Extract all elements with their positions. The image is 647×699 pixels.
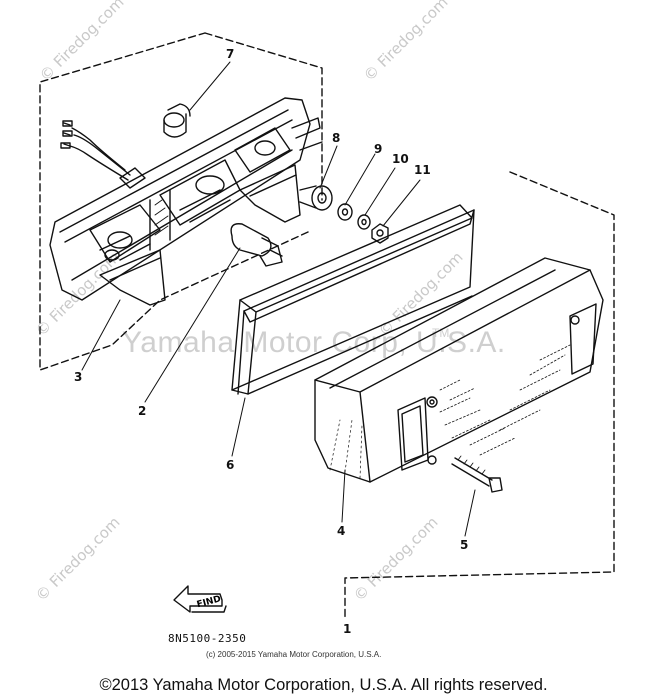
tail-light-housing [49,97,323,306]
leader-7 [189,61,231,111]
leader-6 [231,397,246,457]
inner-copyright: (c) 2005-2015 Yamaha Motor Corporation, … [206,650,382,659]
footer-copyright: ©2013 Yamaha Motor Corporation, U.S.A. A… [99,676,548,694]
trademark-mark: TM [432,326,450,340]
callout-10: 10 [392,152,409,166]
nut-11 [371,223,389,244]
leader-5 [464,489,476,537]
leader-8 [319,145,338,189]
diagram-part-number: 8N5100-2350 [168,632,247,645]
leader-2 [144,247,241,403]
lens-assembly-outline [344,171,615,621]
bulb [230,223,283,267]
brand-watermark: Yamaha Motor Corp, U.S.A. [122,326,506,359]
callout-3: 3 [74,370,83,384]
screw [451,455,503,493]
callout-8: 8 [332,131,341,145]
washer-9 [337,203,353,221]
callout-4: 4 [337,524,346,538]
base-assembly-outline [39,32,323,371]
spacer-8 [299,185,333,211]
leader-9 [344,153,376,206]
find-label: FIND [196,594,222,610]
spring-washer-10 [357,214,371,230]
find-arrow-icon [173,585,227,613]
callout-5: 5 [460,538,469,552]
callout-9: 9 [374,142,383,156]
leader-3 [81,299,121,371]
callout-7: 7 [226,47,235,61]
lens-gasket [231,204,475,395]
leader-4 [341,469,346,523]
leader-11 [382,179,421,227]
tail-light-lens [314,257,604,483]
callout-1: 1 [343,622,352,636]
callout-6: 6 [226,458,235,472]
grommet [163,103,191,138]
leader-10 [364,167,396,216]
callout-11: 11 [414,163,431,177]
callout-2: 2 [138,404,147,418]
